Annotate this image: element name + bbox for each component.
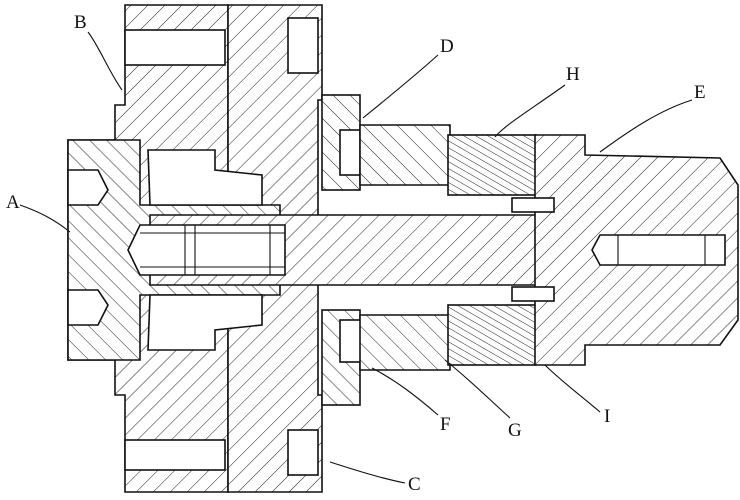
wedge-sleeve — [359, 124, 451, 371]
label-I: I — [604, 406, 610, 427]
label-D: D — [440, 36, 454, 57]
spring-coils — [447, 134, 537, 366]
leader-lines — [19, 31, 693, 484]
right-head — [511, 134, 739, 366]
label-C: C — [408, 474, 421, 495]
inner-cavity — [147, 149, 263, 351]
label-E: E — [694, 82, 706, 103]
part-labels: A B C D E F G H I — [6, 12, 706, 495]
label-H: H — [566, 64, 580, 85]
label-B: B — [74, 12, 87, 33]
label-A: A — [6, 192, 20, 213]
central-shaft — [127, 214, 561, 286]
label-G: G — [508, 420, 522, 441]
label-F: F — [440, 414, 451, 435]
